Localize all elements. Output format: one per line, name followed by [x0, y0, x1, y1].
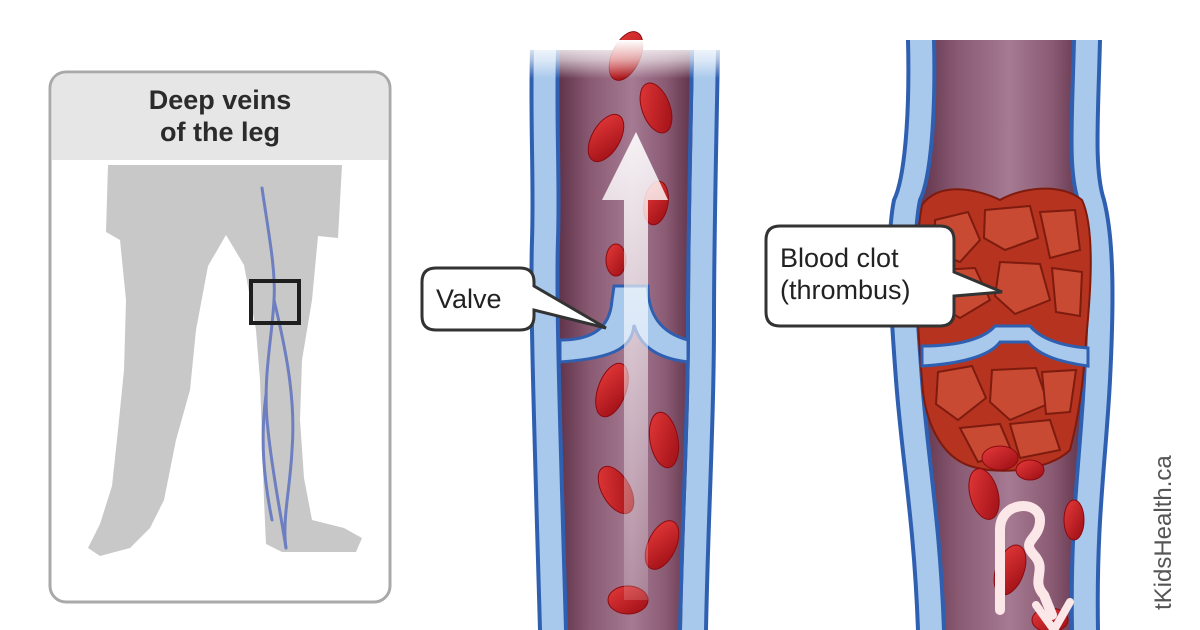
healthy-vein	[520, 31, 730, 630]
clot-label-line-2: (thrombus)	[780, 275, 911, 305]
leg-deep-vein	[260, 186, 295, 550]
watermark: tKidsHealth.ca	[1150, 455, 1200, 610]
valve-label: Valve	[436, 284, 502, 314]
clot-callout	[764, 224, 1003, 328]
valve-callout	[420, 266, 607, 332]
flow-arrow-up	[602, 132, 668, 600]
clot-label-line-1: Blood clot	[780, 243, 899, 273]
leg-panel	[48, 70, 392, 604]
flow-arrow-turbulent	[995, 501, 1074, 630]
leg-zoom-box	[249, 279, 301, 325]
watermark-text: tKidsHealth.ca	[1150, 455, 1177, 610]
vein-valve-2	[920, 324, 1090, 368]
title-line-1: Deep veins	[148, 85, 292, 115]
leg-silhouette	[88, 165, 362, 556]
title-line-2: of the leg	[160, 117, 280, 147]
leg-panel-title: Deep veins of the leg	[52, 84, 388, 148]
clot-label: Blood clot (thrombus)	[780, 242, 911, 306]
clotted-vein	[887, 39, 1115, 630]
